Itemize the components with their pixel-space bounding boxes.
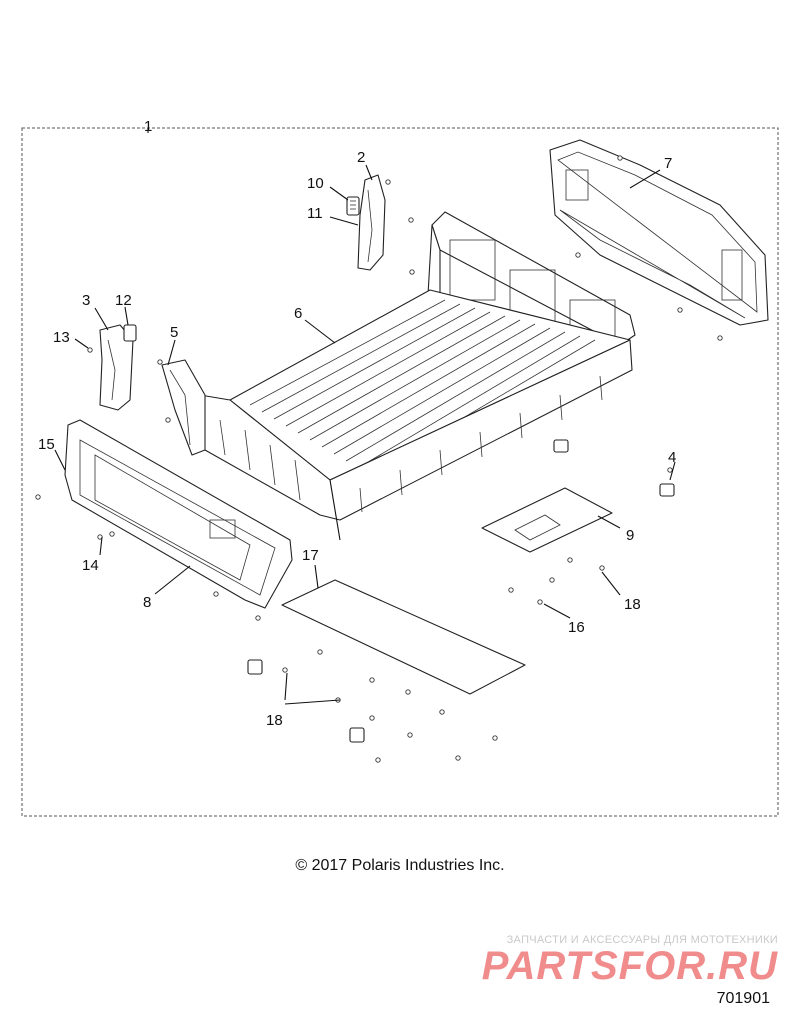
diagram-id: 701901	[716, 990, 770, 1007]
part-17-skid-plate	[281, 564, 526, 695]
callout-1: 1	[144, 118, 152, 135]
callout-17: 17	[302, 547, 319, 564]
callout-4: 4	[668, 449, 676, 466]
part-3-stake	[99, 324, 134, 411]
part-10-pad	[346, 196, 360, 216]
callout-14: 14	[82, 557, 99, 574]
callout-6: 6	[294, 305, 302, 322]
callout-18-right: 18	[624, 596, 641, 613]
callout-16: 16	[568, 619, 585, 636]
assembly-boundary	[21, 127, 779, 817]
bracket-clip	[247, 659, 263, 675]
callout-5: 5	[170, 324, 178, 341]
callout-10: 10	[307, 175, 324, 192]
callout-12: 12	[115, 292, 132, 309]
callout-13: 13	[53, 329, 70, 346]
bracket-clip	[349, 727, 365, 743]
callout-15: 15	[38, 436, 55, 453]
part-6-cargo-box	[199, 211, 636, 541]
copyright-notice: © 2017 Polaris Industries Inc.	[295, 857, 505, 874]
callout-11: 11	[307, 205, 323, 222]
callout-9: 9	[626, 527, 634, 544]
callout-7: 7	[664, 155, 672, 172]
watermark-tagline: ЗАПЧАСТИ И АКСЕССУАРЫ ДЛЯ МОТОТЕХНИКИ	[506, 934, 778, 946]
callout-8: 8	[143, 594, 151, 611]
part-2-bracket	[357, 174, 386, 271]
part-12-pad	[123, 324, 137, 342]
watermark-logo: PARTSFOR.RU	[481, 944, 778, 988]
callout-2: 2	[357, 149, 365, 166]
callout-3: 3	[82, 292, 90, 309]
part-9-plate	[481, 487, 613, 553]
part-4-bracket	[659, 483, 675, 497]
part-8-tailgate	[64, 419, 293, 609]
part-5-corner-post	[161, 359, 206, 456]
bracket-clip	[553, 439, 569, 453]
callout-18-bottom: 18	[266, 712, 283, 729]
leader-lines	[54, 128, 676, 705]
fasteners	[35, 155, 723, 763]
